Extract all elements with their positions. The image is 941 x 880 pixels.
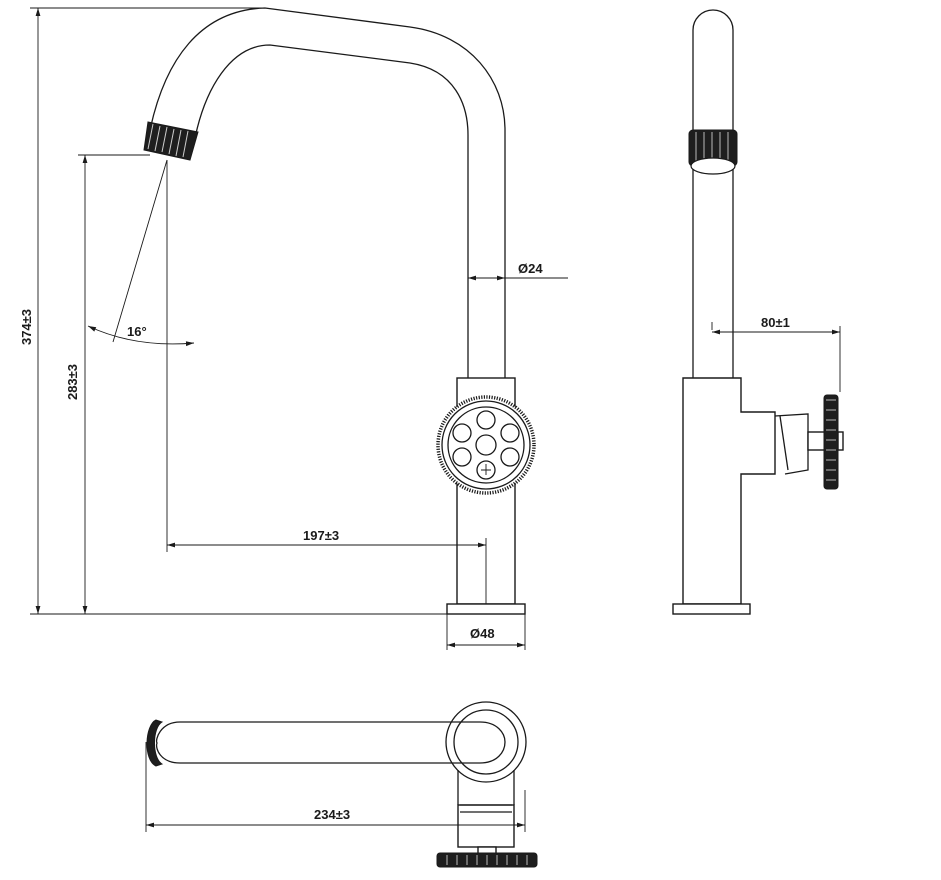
top-handle-knurl (436, 852, 538, 868)
spout-height-label: 283±3 (65, 364, 80, 400)
side-tube (692, 9, 734, 378)
top-aerator-knurl (146, 719, 164, 767)
top-spout-outer (180, 721, 506, 764)
base-diameter-label: Ø48 (470, 626, 495, 641)
side-view: 80±1 (672, 9, 844, 615)
spout-outer-outline (149, 7, 506, 378)
spray-angle-label: 16° (127, 324, 147, 339)
aerator-knurl (143, 121, 199, 161)
side-handle-knurl (823, 394, 839, 490)
spout-inner-outline (194, 44, 469, 378)
side-body (682, 377, 776, 605)
side-offset-label: 80±1 (761, 315, 790, 330)
total-height-label: 374±3 (19, 309, 34, 345)
side-base (672, 603, 751, 615)
side-aerator-knurl (688, 129, 738, 175)
top-view: 234±3 (145, 701, 538, 868)
front-view: 16° 197±3 Ø24 Ø48 374±3 283±3 (19, 7, 568, 650)
top-body-circle (445, 701, 527, 783)
faucet-base (446, 603, 526, 615)
spout-reach-label: 197±3 (303, 528, 339, 543)
tube-diameter-label: Ø24 (518, 261, 543, 276)
handle-wheel (436, 395, 536, 495)
top-length-label: 234±3 (314, 807, 350, 822)
